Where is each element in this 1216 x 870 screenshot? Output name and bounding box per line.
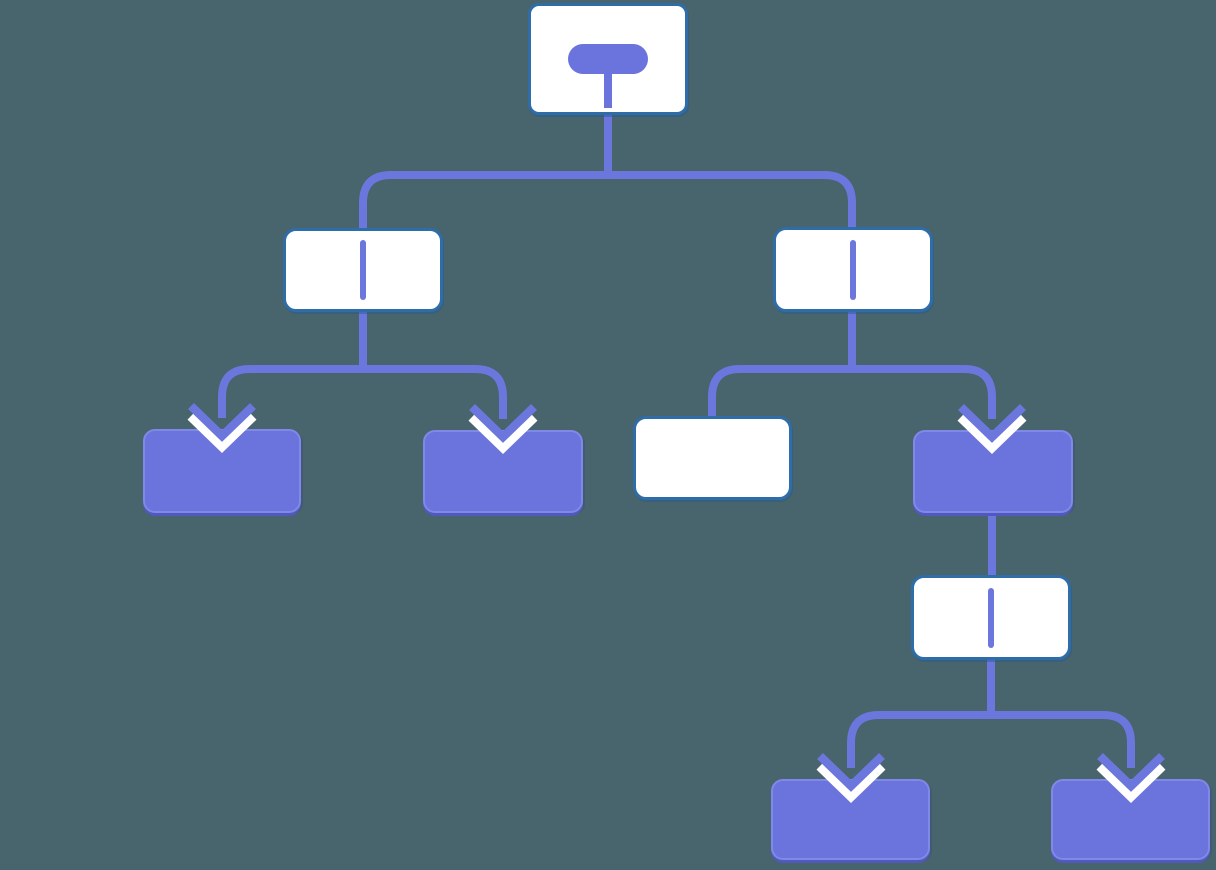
divider-line-icon — [850, 239, 856, 300]
connector-root-to-branches — [359, 171, 856, 230]
connector-branch-bottom-to-leaves — [847, 711, 1135, 768]
node-branch-right[interactable] — [773, 227, 933, 312]
node-child-plain[interactable] — [633, 416, 792, 500]
node-leaf-b[interactable] — [423, 430, 583, 513]
node-leaf-c[interactable] — [771, 779, 930, 860]
root-pill-icon — [568, 44, 648, 74]
node-leaf-d[interactable] — [1051, 779, 1210, 860]
divider-line-icon — [360, 240, 366, 300]
connector-branch-right-to-children — [708, 365, 996, 419]
divider-line-icon — [988, 587, 994, 648]
connector-branch-left-to-leaves — [218, 365, 507, 419]
root-pill-icon-stem — [604, 70, 612, 108]
node-branch-left[interactable] — [283, 228, 443, 312]
node-branch-bottom[interactable] — [911, 575, 1071, 660]
node-leaf-a[interactable] — [143, 429, 301, 513]
node-mid-purple[interactable] — [913, 430, 1073, 513]
node-root[interactable] — [528, 3, 688, 115]
